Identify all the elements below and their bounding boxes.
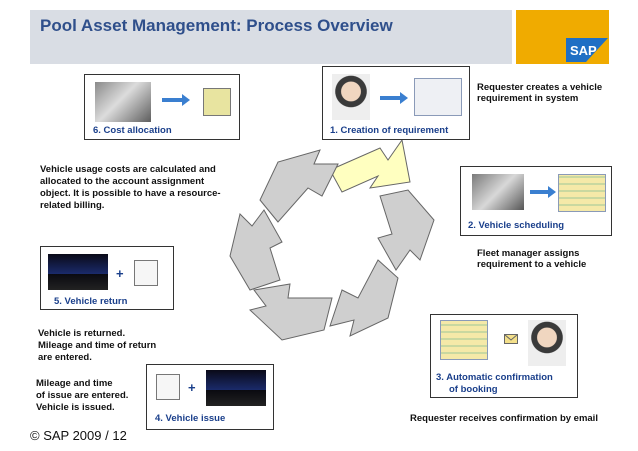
people-photo — [95, 82, 151, 122]
step-3-label-line2: of booking — [449, 384, 498, 395]
return-desc-3: are entered. — [38, 352, 92, 363]
scheduling-desc-2: requirement to a vehicle — [477, 259, 587, 270]
step-1-label: 1. Creation of requirement — [330, 125, 449, 136]
plus-sign: + — [188, 380, 196, 395]
page-title: Pool Asset Management: Process Overview — [40, 16, 393, 35]
cycle-arrow-issue — [248, 283, 333, 341]
cycle-arrow-confirmation — [329, 259, 399, 337]
logo-band — [516, 10, 609, 64]
step-3-label: 3. Automatic confirmation — [436, 372, 553, 383]
sap-logo-text: SAP — [570, 43, 597, 58]
notepad-pencil-icon — [134, 260, 158, 286]
cost-desc-4: related billing. — [40, 200, 105, 211]
email-envelope-icon — [504, 334, 518, 344]
step-5-label: 5. Vehicle return — [54, 296, 128, 307]
confirmation-desc: Requester receives confirmation by email — [410, 413, 598, 424]
requester-photo — [332, 74, 370, 120]
sap-screen-thumbnail — [414, 78, 462, 116]
scheduling-desc-1: Fleet manager assigns — [477, 248, 580, 259]
arrow-right-icon — [530, 186, 556, 198]
cycle-arrow-scheduling — [377, 189, 435, 271]
cycle-arrow-creation — [329, 138, 411, 193]
sap-logo: SAP — [566, 38, 608, 62]
step-4-label: 4. Vehicle issue — [155, 413, 226, 424]
arrow-right-icon — [380, 92, 408, 104]
fleet-manager-photo — [472, 174, 524, 210]
notepad-pencil-icon — [156, 374, 180, 400]
issue-desc-2: of issue are entered. — [36, 390, 129, 401]
requester-photo — [528, 320, 566, 366]
booking-screen-thumbnail — [440, 320, 488, 360]
planning-board-thumbnail — [558, 174, 606, 212]
return-desc-2: Mileage and time of return — [38, 340, 157, 351]
cost-desc-2: allocated to the account assignment — [40, 176, 205, 187]
cost-desc-1: Vehicle usage costs are calculated and — [40, 164, 216, 175]
arrow-right-icon — [162, 94, 190, 106]
cost-allocation-icon — [203, 88, 231, 116]
cycle-arrow-cost — [259, 149, 339, 223]
creation-desc-2: requirement in system — [477, 93, 579, 104]
plus-sign: + — [116, 266, 124, 281]
step-2-label: 2. Vehicle scheduling — [468, 220, 565, 231]
cost-desc-3: object. It is possible to have a resourc… — [40, 188, 221, 199]
issue-desc-3: Vehicle is issued. — [36, 402, 115, 413]
footer-copyright: © SAP 2009 / 12 — [30, 428, 127, 443]
cycle-arrow-return — [229, 209, 283, 291]
car-photo — [206, 370, 266, 406]
return-desc-1: Vehicle is returned. — [38, 328, 126, 339]
issue-desc-1: Mileage and time — [36, 378, 113, 389]
creation-desc-1: Requester creates a vehicle — [477, 82, 603, 93]
step-6-label: 6. Cost allocation — [93, 125, 172, 136]
process-cycle — [229, 138, 435, 341]
car-photo — [48, 254, 108, 290]
title-bar: Pool Asset Management: Process Overview — [30, 10, 512, 64]
